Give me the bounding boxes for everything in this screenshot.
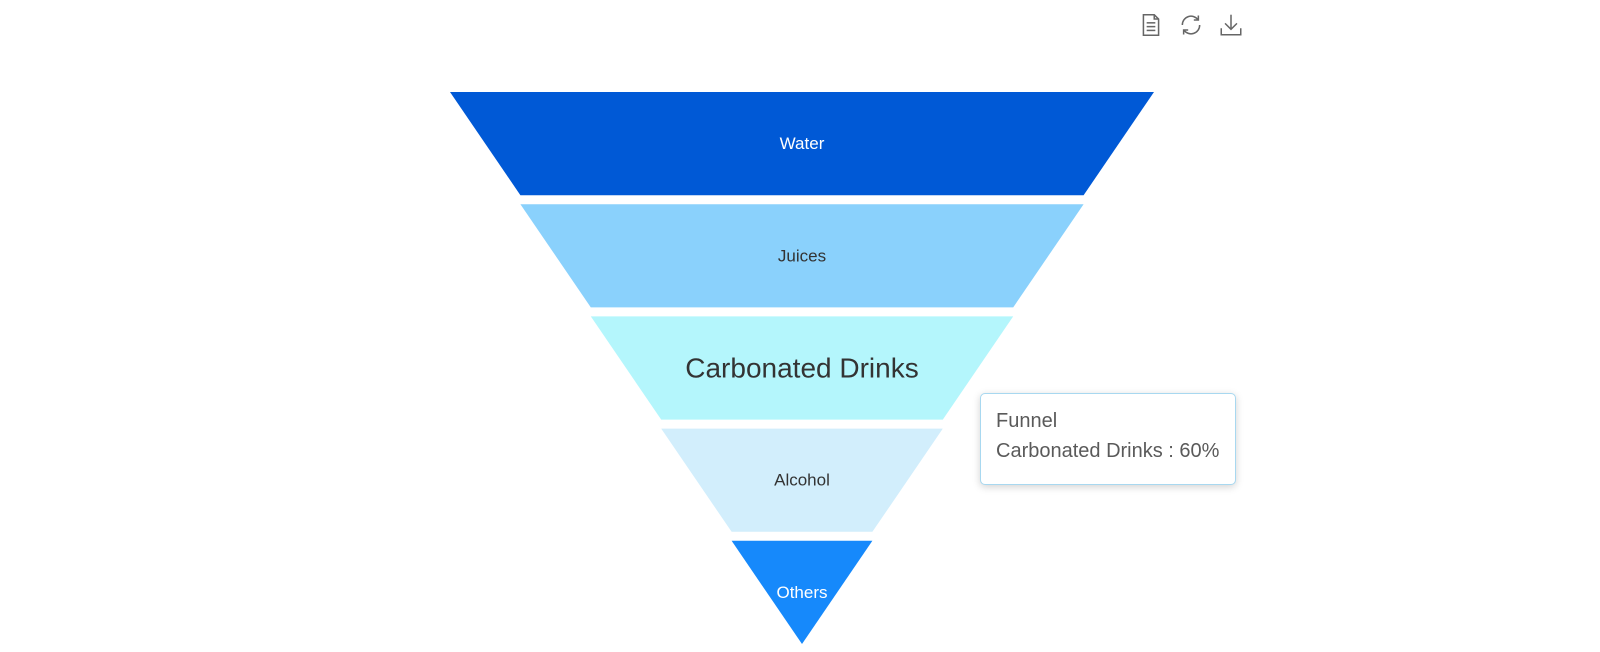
restore-button[interactable] (1176, 10, 1206, 40)
chart-toolbox (1136, 8, 1252, 42)
save-as-image-button[interactable] (1216, 10, 1246, 40)
funnel-segment-juices[interactable] (520, 204, 1084, 308)
funnel-label-carbonated-drinks: Carbonated Drinks (685, 353, 918, 384)
data-view-icon (1142, 13, 1160, 37)
tooltip-text: Carbonated Drinks : 60% (996, 440, 1220, 462)
funnel-label-others: Others (776, 583, 827, 602)
funnel-label-juices: Juices (778, 246, 826, 265)
tooltip: Funnel Carbonated Drinks : 60% (980, 393, 1236, 485)
data-view-button[interactable] (1136, 10, 1166, 40)
save-as-image-icon (1220, 14, 1242, 36)
tooltip-title: Funnel (996, 410, 1058, 432)
restore-icon (1181, 15, 1201, 35)
funnel-segment-others[interactable] (731, 540, 873, 644)
funnel-segment-alcohol[interactable] (661, 428, 943, 532)
funnel-segment-water[interactable] (450, 92, 1154, 196)
funnel-label-water: Water (780, 134, 825, 153)
funnel-label-alcohol: Alcohol (774, 471, 830, 490)
funnel-segment-carbonated-drinks[interactable] (590, 316, 1014, 420)
